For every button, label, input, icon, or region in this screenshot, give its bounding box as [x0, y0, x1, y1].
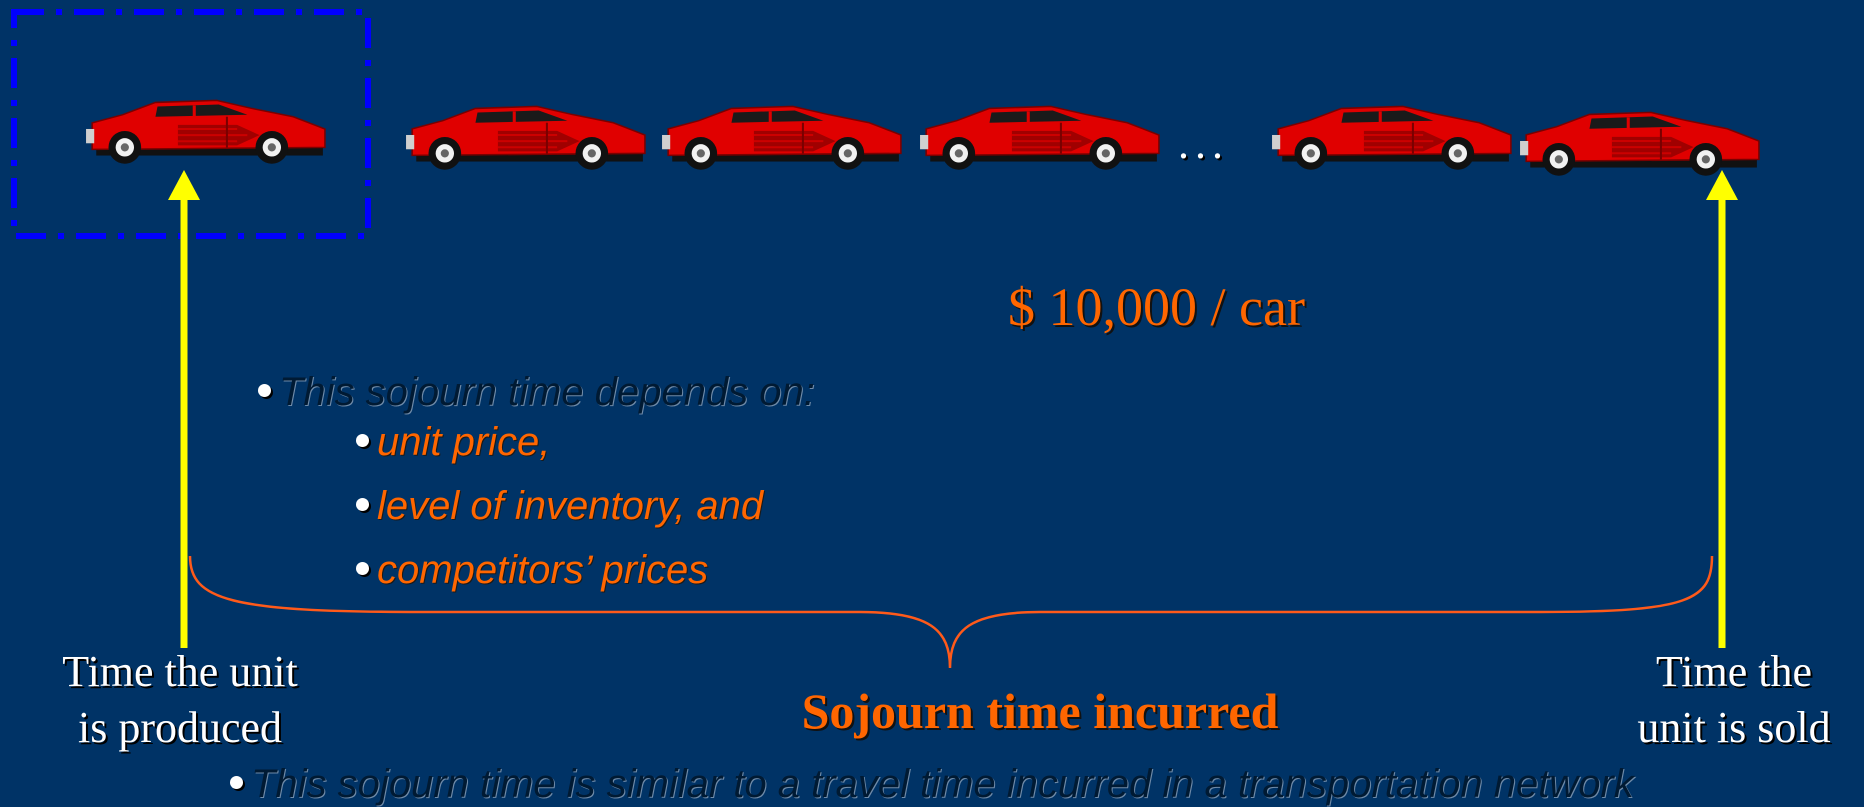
main-bullet-text: This sojourn time depends on:	[279, 370, 815, 414]
produced-caption-line: is produced	[77, 703, 283, 752]
bullet-icon	[230, 775, 243, 789]
sold-caption-line: Time the	[1655, 647, 1813, 696]
sub-bullet: competitors’ prices	[356, 548, 708, 593]
sold-arrow	[1706, 170, 1738, 648]
car-icon	[1518, 110, 1761, 178]
sojourn-brace	[188, 555, 1714, 669]
produced-caption: Time the unit is produced	[40, 644, 320, 756]
bullet-icon	[356, 433, 369, 447]
sub-bullet-text: competitors’ prices	[377, 548, 709, 592]
more-cars-ellipsis: ...	[1178, 119, 1229, 168]
sub-bullet-text: unit price,	[377, 420, 551, 464]
car-icon	[660, 104, 903, 172]
bullet-icon	[356, 497, 369, 511]
car-icon	[918, 104, 1161, 172]
sub-bullet-text: level of inventory, and	[377, 484, 764, 528]
car-icon	[1270, 104, 1513, 172]
produced-car-box	[11, 9, 371, 239]
main-bullet: This sojourn time depends on:	[258, 370, 815, 415]
price-label: $ 10,000 / car	[1008, 277, 1305, 337]
bottom-bullet-text: This sojourn time is similar to a travel…	[251, 762, 1634, 806]
sold-caption-line: unit is sold	[1637, 703, 1831, 752]
produced-caption-line: Time the unit	[62, 647, 298, 696]
bullet-icon	[356, 561, 369, 575]
bottom-bullet: This sojourn time is similar to a travel…	[230, 762, 1634, 807]
car-icon	[84, 98, 327, 166]
sojourn-label: Sojourn time incurred	[801, 683, 1279, 739]
bullet-icon	[258, 383, 271, 397]
sold-caption: Time the unit is sold	[1604, 644, 1864, 756]
sub-bullet: level of inventory, and	[356, 484, 763, 529]
sub-bullet: unit price,	[356, 420, 550, 465]
car-icon	[404, 104, 647, 172]
produced-arrow	[168, 170, 200, 648]
